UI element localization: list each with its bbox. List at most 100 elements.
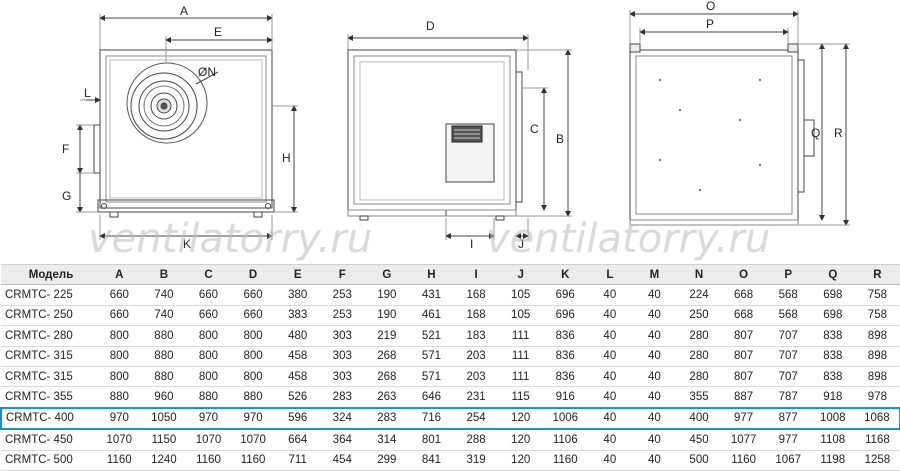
table-cell: 190: [364, 284, 410, 306]
table-cell: 1160: [230, 450, 276, 471]
table-cell: 319: [453, 450, 499, 471]
side-view: [347, 34, 572, 240]
table-cell: 660: [230, 284, 276, 306]
table-cell: 1106: [542, 429, 588, 451]
table-cell: 668: [721, 305, 766, 327]
table-cell: 40: [587, 305, 633, 327]
model-cell: CRMTC- 315: [1, 346, 97, 367]
table-cell: 880: [141, 366, 187, 388]
table-cell: 800: [186, 346, 231, 367]
table-cell: 283: [364, 406, 410, 431]
table-cell: 660: [186, 284, 231, 306]
table-cell: 807: [721, 325, 766, 347]
table-cell: 800: [230, 346, 276, 367]
table-cell: 880: [141, 346, 187, 367]
table-cell: 224: [676, 284, 722, 306]
dim-label-i: I: [470, 237, 473, 251]
dim-label-p: P: [706, 17, 714, 31]
table-cell: 800: [230, 325, 276, 347]
table-cell: 303: [319, 366, 365, 388]
table-cell: 1240: [141, 450, 187, 471]
table-cell: 219: [364, 325, 410, 347]
table-cell: 40: [632, 450, 677, 471]
table-cell: 40: [587, 366, 633, 388]
table-cell: 711: [275, 450, 320, 471]
table-cell: 916: [542, 386, 588, 409]
rear-view: [629, 10, 850, 226]
table-cell: 431: [409, 284, 454, 306]
table-cell: 1160: [542, 450, 588, 471]
table-cell: 203: [453, 366, 499, 388]
table-cell: 203: [453, 346, 499, 367]
table-cell: 314: [364, 429, 410, 451]
table-cell: 660: [230, 305, 276, 327]
table-cell: 1108: [810, 429, 856, 451]
model-cell: CRMTC- 225: [1, 284, 97, 306]
table-cell: 1070: [186, 429, 231, 451]
table-cell: 1077: [721, 429, 766, 451]
dim-label-e: E: [214, 25, 222, 39]
column-header-b: B: [141, 263, 187, 286]
table-cell: 1150: [141, 429, 187, 451]
table-cell: 800: [97, 325, 142, 347]
table-cell: 111: [498, 366, 543, 388]
table-cell: 40: [587, 450, 633, 471]
watermark-left: ventilatorry.ru: [88, 216, 372, 262]
table-cell: 40: [632, 406, 677, 431]
table-cell: 111: [498, 346, 543, 367]
dim-label-l: L: [84, 86, 91, 100]
table-cell: 268: [364, 346, 410, 367]
table-cell: 288: [453, 429, 499, 451]
table-cell: 707: [765, 346, 811, 367]
table-cell: 660: [97, 305, 142, 327]
table-cell: 254: [453, 406, 499, 431]
column-header-q: Q: [810, 263, 856, 286]
model-cell: CRMTC- 250: [1, 305, 97, 327]
table-cell: 454: [319, 450, 365, 471]
table-cell: 977: [765, 429, 811, 451]
model-cell: CRMTC- 280: [1, 325, 97, 347]
table-cell: 696: [542, 305, 588, 327]
table-cell: 664: [275, 429, 320, 451]
table-cell: 568: [765, 305, 811, 327]
table-cell: 168: [453, 305, 499, 327]
table-cell: 303: [319, 325, 365, 347]
table-cell: 1198: [810, 450, 856, 471]
dim-label-b: B: [556, 132, 564, 146]
column-header-a: A: [97, 263, 142, 286]
table-cell: 380: [275, 284, 320, 306]
table-cell: 40: [587, 406, 633, 431]
table-cell: 836: [542, 346, 588, 367]
table-cell: 250: [676, 305, 722, 327]
table-cell: 1258: [855, 450, 900, 471]
table-cell: 801: [409, 429, 454, 451]
model-cell: CRMTC- 450: [1, 429, 97, 451]
table-cell: 190: [364, 305, 410, 327]
table-cell: 40: [587, 284, 633, 306]
dim-label-c: C: [530, 122, 539, 136]
table-cell: 500: [676, 450, 722, 471]
table-cell: 970: [230, 406, 276, 431]
table-cell: 800: [97, 346, 142, 367]
table-cell: 1070: [97, 429, 142, 451]
table-cell: 40: [632, 346, 677, 367]
table-cell: 120: [498, 429, 543, 451]
column-header-l: L: [587, 263, 633, 286]
table-cell: 978: [855, 386, 900, 409]
column-header-m: M: [632, 263, 677, 286]
dim-label-a: A: [180, 4, 188, 18]
dim-label-f: F: [62, 142, 69, 156]
table-cell: 696: [542, 284, 588, 306]
table-cell: 40: [632, 386, 677, 409]
dim-label-h: H: [282, 151, 291, 165]
table-cell: 324: [319, 406, 365, 431]
table-cell: 111: [498, 325, 543, 347]
column-header-p: P: [765, 263, 811, 286]
